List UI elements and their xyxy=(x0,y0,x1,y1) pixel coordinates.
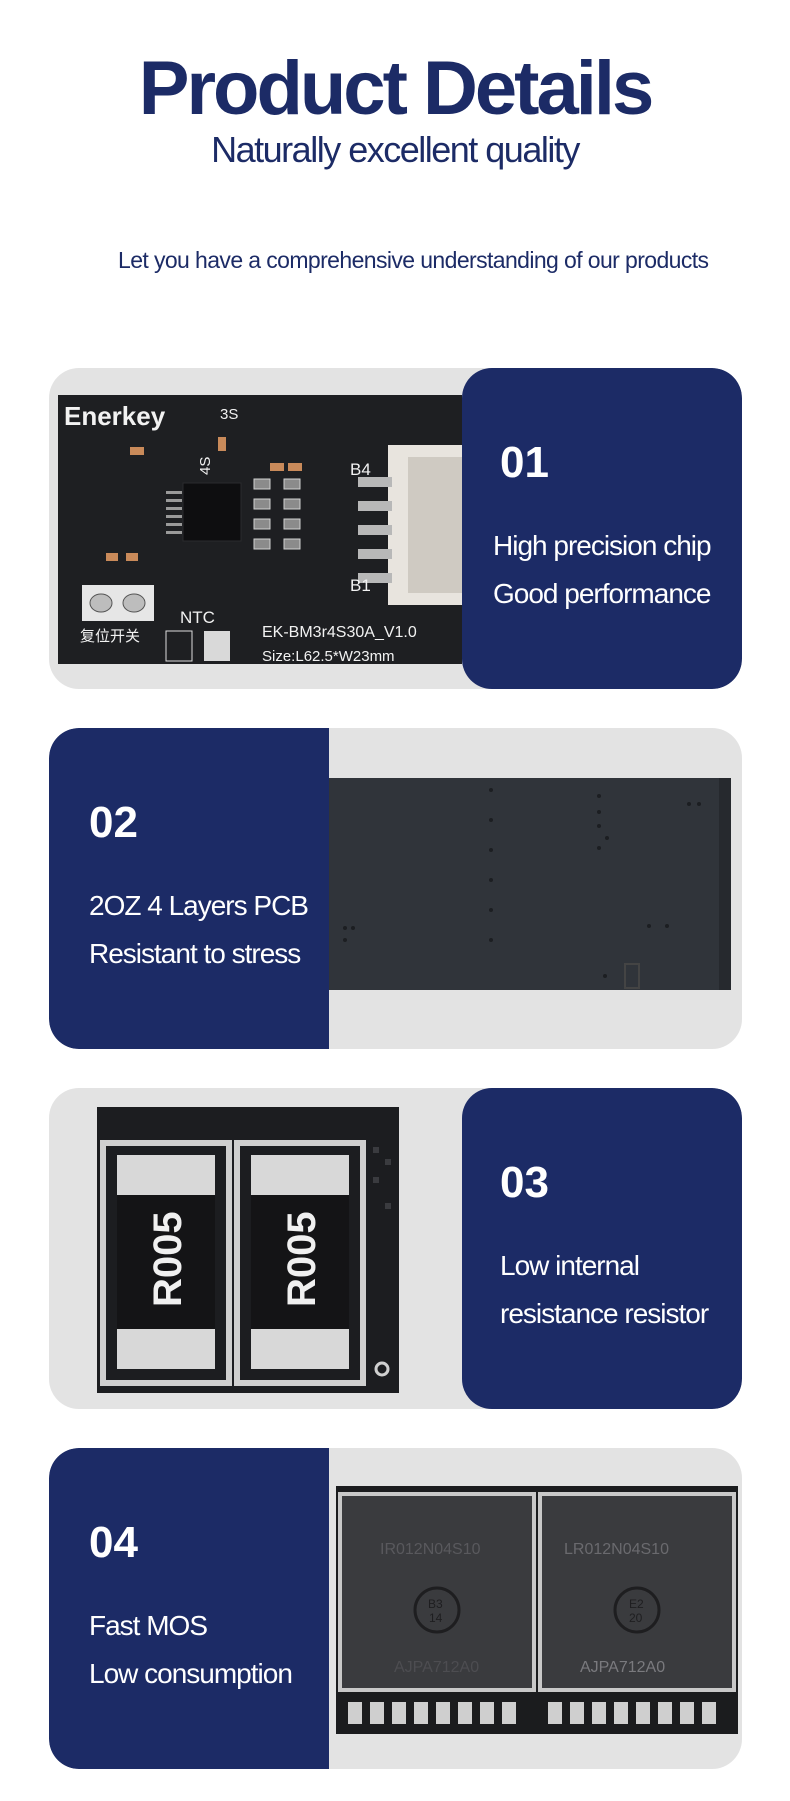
page-subtitle: Naturally excellent quality xyxy=(211,129,580,170)
feature-number: 02 xyxy=(89,798,138,847)
mos-lot-label-right: AJPA712A0 xyxy=(580,1659,665,1676)
board-size-label: Size:L62.5*W23mm xyxy=(262,648,395,664)
feature-line-1: High precision chip xyxy=(493,530,712,561)
feature-line-2: Good performance xyxy=(493,578,711,609)
feature-panel-02: 02 2OZ 4 Layers PCB Resistant to stress xyxy=(49,728,329,1049)
board-b1-label: B1 xyxy=(350,576,371,595)
feature-panel-04: 04 Fast MOS Low consumption xyxy=(49,1448,329,1769)
mos-mark-left-2: 14 xyxy=(429,1611,443,1625)
feature-card-04: 04 Fast MOS Low consumption IR012N04S10 … xyxy=(49,1448,742,1769)
feature-number: 04 xyxy=(89,1518,138,1567)
mos-mark-right-2: 20 xyxy=(629,1611,643,1625)
resistor-code-label: R005 xyxy=(280,1211,324,1307)
bms-board-photo: Enerkey 3S 4S B4 B1 复位开关 NTC EK-BM3r4S30… xyxy=(58,395,462,664)
feature-line-2: Low consumption xyxy=(89,1658,293,1689)
intro-text: Let you have a comprehensive understandi… xyxy=(118,247,709,273)
board-3s-label: 3S xyxy=(220,406,238,423)
feature-number: 03 xyxy=(500,1158,549,1207)
board-model-label: EK-BM3r4S30A_V1.0 xyxy=(262,624,417,641)
feature-panel-03: 03 Low internal resistance resistor xyxy=(462,1088,742,1409)
board-brand-label: Enerkey xyxy=(64,401,166,431)
resistor-code-label: R005 xyxy=(146,1211,190,1307)
mos-mark-left-1: B3 xyxy=(428,1597,443,1611)
feature-card-02: 02 2OZ 4 Layers PCB Resistant to stress xyxy=(49,728,742,1049)
feature-line-2: Resistant to stress xyxy=(89,938,301,969)
feature-line-1: Low internal xyxy=(500,1250,640,1281)
board-b4-label: B4 xyxy=(350,460,371,479)
mos-lot-label: AJPA712A0 xyxy=(394,1659,479,1676)
feature-line-1: Fast MOS xyxy=(89,1610,208,1641)
mos-code-label: IR012N04S10 xyxy=(380,1541,481,1558)
resistor-photo: R005 R005 xyxy=(97,1107,399,1393)
feature-line-1: 2OZ 4 Layers PCB xyxy=(89,890,309,921)
feature-line-2: resistance resistor xyxy=(500,1298,709,1329)
page-title: Product Details xyxy=(138,46,654,131)
feature-card-01: Enerkey 3S 4S B4 B1 复位开关 NTC EK-BM3r4S30… xyxy=(49,368,742,689)
board-ntc-label: NTC xyxy=(180,608,215,627)
mos-mark-right-1: E2 xyxy=(629,1597,644,1611)
feature-card-03: R005 R005 03 Low internal resistance res… xyxy=(49,1088,742,1409)
mos-code-label-right: LR012N04S10 xyxy=(564,1541,669,1558)
mosfet-photo: IR012N04S10 LR012N04S10 AJPA712A0 AJPA71… xyxy=(336,1486,738,1734)
board-reset-label: 复位开关 xyxy=(80,627,140,645)
board-4s-label: 4S xyxy=(197,457,214,475)
pcb-surface-photo xyxy=(329,778,731,990)
feature-panel-01: 01 High precision chip Good performance xyxy=(462,368,742,689)
feature-number: 01 xyxy=(500,438,549,487)
